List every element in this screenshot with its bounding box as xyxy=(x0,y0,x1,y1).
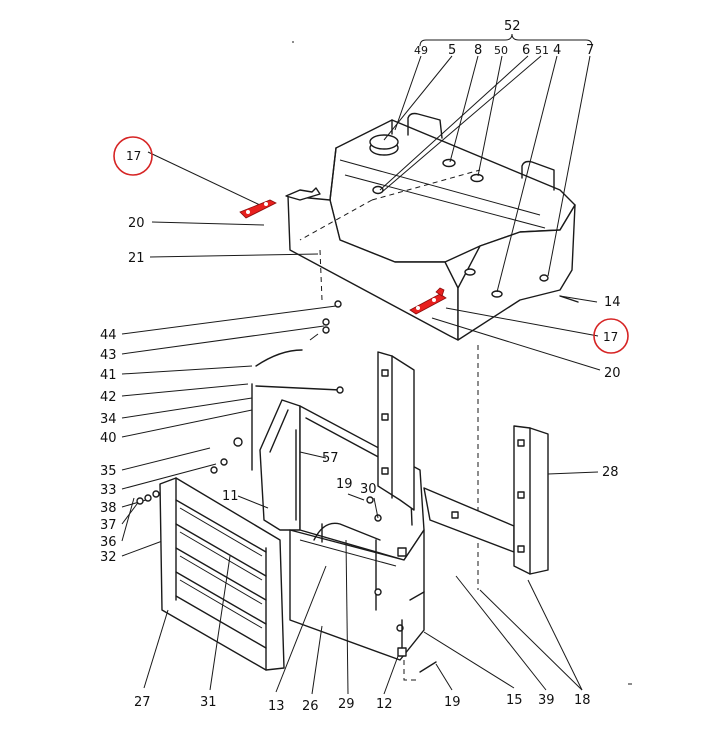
part-17-bracket-right[interactable] xyxy=(409,287,447,315)
label-18: 18 xyxy=(574,693,591,708)
label-19-bottom: 19 xyxy=(444,695,461,710)
label-51: 51 xyxy=(535,44,549,57)
label-50: 50 xyxy=(494,44,508,57)
leaders-bottom xyxy=(143,451,583,695)
label-52: 52 xyxy=(504,19,521,34)
label-34: 34 xyxy=(100,412,117,427)
part-17-bracket-left[interactable] xyxy=(239,199,277,219)
label-35: 35 xyxy=(100,464,117,479)
label-40: 40 xyxy=(100,431,117,446)
highlight-circle-17-left xyxy=(113,136,153,176)
slide-arm-28 xyxy=(423,425,599,575)
label-49: 49 xyxy=(414,44,428,57)
label-20-left: 20 xyxy=(128,216,145,231)
label-21: 21 xyxy=(128,251,145,266)
label-36: 36 xyxy=(100,535,117,550)
label-17-right: 17 xyxy=(603,330,618,344)
label-15: 15 xyxy=(506,693,523,708)
label-11: 11 xyxy=(222,489,239,504)
label-41: 41 xyxy=(100,368,117,383)
label-31: 31 xyxy=(200,695,217,710)
label-29: 29 xyxy=(338,697,355,712)
label-14: 14 xyxy=(604,295,621,310)
tank-hardware xyxy=(309,295,579,341)
leaders-left xyxy=(121,305,344,557)
label-27: 27 xyxy=(134,695,151,710)
label-13: 13 xyxy=(268,699,285,714)
group-bracket-52 xyxy=(419,33,593,47)
label-20-right: 20 xyxy=(604,366,621,381)
label-6: 6 xyxy=(522,43,530,58)
label-28: 28 xyxy=(602,465,619,480)
label-44: 44 xyxy=(100,328,117,343)
label-30: 30 xyxy=(360,482,377,497)
label-38: 38 xyxy=(100,501,117,516)
label-19-top: 19 xyxy=(336,477,353,492)
label-17-left: 17 xyxy=(126,149,141,163)
center-frame xyxy=(259,399,437,681)
callout-labels: 52 49 5 8 50 6 51 4 7 17 20 21 14 17 20 … xyxy=(100,19,621,714)
label-32: 32 xyxy=(100,550,117,565)
label-43: 43 xyxy=(100,348,117,363)
label-39: 39 xyxy=(538,693,555,708)
label-4: 4 xyxy=(553,43,561,58)
label-33: 33 xyxy=(100,483,117,498)
label-57: 57 xyxy=(322,451,339,466)
label-5: 5 xyxy=(448,43,456,58)
highlight-circle-17-right xyxy=(593,318,629,354)
vertical-rail xyxy=(377,351,415,511)
label-12: 12 xyxy=(376,697,393,712)
leaders-top xyxy=(147,55,601,371)
label-37: 37 xyxy=(100,518,117,533)
label-7: 7 xyxy=(586,43,594,58)
label-26: 26 xyxy=(302,699,319,714)
label-8: 8 xyxy=(474,43,482,58)
grille-panel xyxy=(159,477,285,671)
label-42: 42 xyxy=(100,390,117,405)
